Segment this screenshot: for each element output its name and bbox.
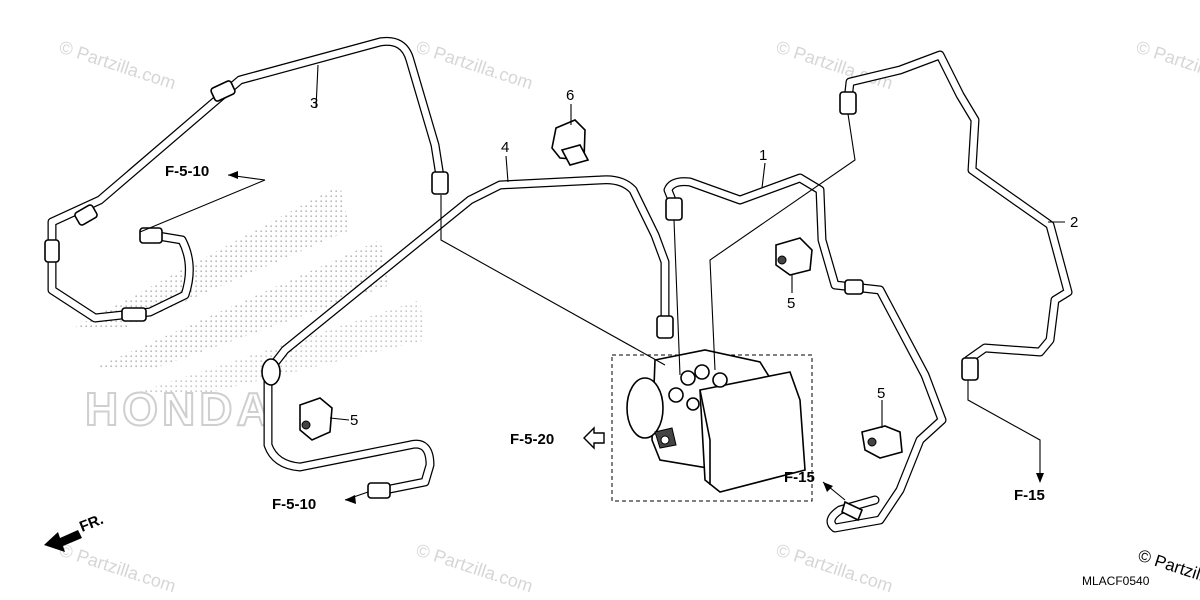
hose-joint [261,358,281,386]
hose-clip-5-right [861,425,903,459]
watermark-text: © Partzilla.com [774,37,896,94]
watermark-text: © Partzilla.com [414,37,536,94]
hose-clip-6 [551,119,590,166]
reference-label: F-5-10 [165,163,209,180]
arrow-icon [1036,473,1044,483]
abs-modulator-unit [611,349,813,502]
watermark-text: © Partzilla.com [1134,37,1200,94]
corner-watermark: © Partzilla.com [1136,546,1200,599]
arrow-icon [228,171,238,179]
callout-5: 5 [350,412,358,429]
arrow-icon [345,495,356,504]
hose-clamp [44,239,60,263]
watermark-text: © Partzilla.com [57,540,179,597]
background-brand-logo: HONDA [70,185,425,436]
watermark-text: © Partzilla.com [774,540,896,597]
banjo-fitting [961,357,979,381]
callout-4: 4 [501,139,509,156]
banjo-fitting [665,197,683,221]
background-brand-text: HONDA [85,383,274,435]
arrow-icon [823,482,833,492]
reference-label: F-15 [1014,487,1045,504]
hose-clamp [74,204,98,226]
banjo-fitting [431,171,449,195]
front-label: FR. [77,511,106,536]
watermark-text: © Partzilla.com [57,37,179,94]
hose-clamp [121,307,147,322]
hose-clip-5-center [775,237,813,276]
leader-lines [139,64,1065,501]
banjo-fitting [367,482,391,499]
hollow-arrow-icon [583,426,605,450]
banjo-fitting [841,500,864,522]
callout-1: 1 [759,147,767,164]
callout-3: 3 [310,95,318,112]
callout-6: 6 [566,87,574,104]
callout-5: 5 [877,385,885,402]
callout-5: 5 [787,295,795,312]
hose-clamp [210,80,236,102]
reference-label: F-5-10 [272,496,316,513]
banjo-fitting [839,91,857,115]
front-arrow-icon [44,530,82,552]
reference-label: F-5-20 [510,431,554,448]
brake-hose-3 [44,36,449,323]
hose-clamp [844,279,864,295]
watermark-text: © Partzilla.com [414,540,536,597]
brake-hose-1 [663,173,947,533]
reference-label: F-15 [784,469,815,486]
brake-hose-4 [261,175,674,499]
hose-clip-5-left [299,397,333,441]
brake-hose-2 [839,50,1073,381]
callout-2: 2 [1070,214,1078,231]
diagram-code: MLACF0540 [1082,574,1150,588]
banjo-fitting [656,315,674,339]
